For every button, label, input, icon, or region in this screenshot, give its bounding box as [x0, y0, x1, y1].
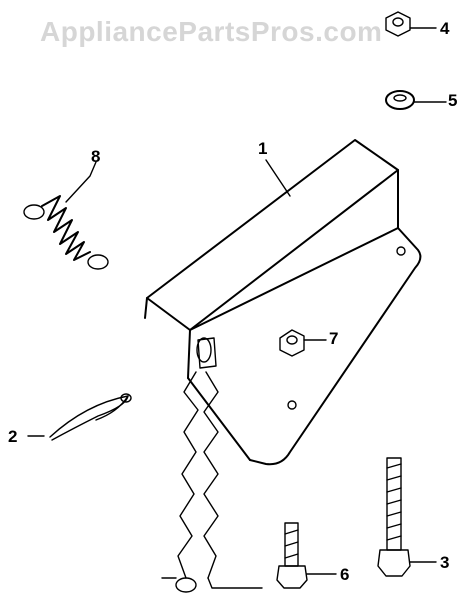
chain-drawing [161, 371, 263, 593]
lock-washer-drawing [385, 90, 447, 110]
long-bolt-drawing [377, 457, 437, 577]
leader-line-1 [265, 159, 291, 197]
bracket-drawing [144, 139, 422, 466]
short-bolt-drawing [276, 522, 337, 589]
hitch-pin-clip-drawing [27, 393, 132, 441]
callout-label-7: 7 [329, 329, 339, 348]
watermark-logo: AppliancePartsPros.com [40, 16, 383, 47]
bracket-nut-drawing [279, 329, 327, 357]
callout-label-5: 5 [448, 91, 458, 110]
spring-drawing [23, 161, 109, 270]
callout-label-6: 6 [340, 565, 350, 584]
nut-drawing [385, 11, 437, 37]
callout-label-1: 1 [258, 139, 268, 158]
callout-label-8: 8 [91, 147, 101, 166]
callout-label-3: 3 [440, 553, 450, 572]
callout-label-2: 2 [8, 427, 18, 446]
callout-label-4: 4 [440, 19, 450, 38]
